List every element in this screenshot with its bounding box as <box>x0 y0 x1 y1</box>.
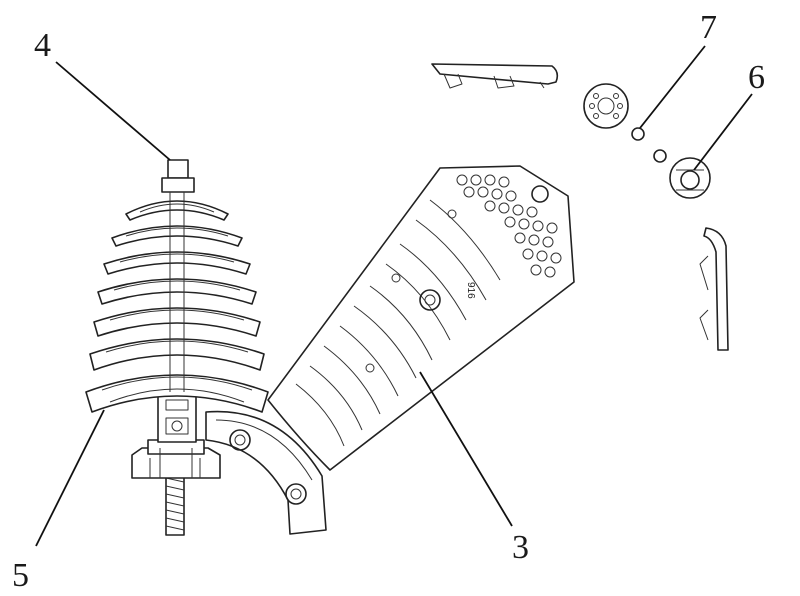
ball-lower <box>653 149 667 163</box>
label-part-3: 3 <box>512 529 529 566</box>
threaded-bolt <box>165 469 185 536</box>
ring-part <box>669 157 711 199</box>
ball-upper <box>631 127 645 141</box>
label-part-5: 5 <box>12 557 29 594</box>
label-part-4: 4 <box>34 27 51 64</box>
tree-assembly <box>85 159 269 536</box>
fan-plate: 916 <box>267 165 575 471</box>
top-rail <box>431 63 559 89</box>
curved-arm <box>205 410 327 535</box>
curved-slots <box>295 199 501 447</box>
honeycomb-vents <box>456 174 562 278</box>
label-part-7: 7 <box>700 9 717 46</box>
leader-3 <box>419 371 513 527</box>
fin-stack <box>85 192 269 413</box>
side-rail <box>699 227 729 351</box>
washer-disc <box>583 83 629 129</box>
leader-6 <box>693 93 753 171</box>
leader-5 <box>35 409 105 547</box>
central-spine <box>157 389 197 443</box>
label-part-6: 6 <box>748 59 765 96</box>
base-flange <box>131 439 221 479</box>
leader-4 <box>55 61 171 161</box>
leader-7 <box>639 45 706 129</box>
plate-marking: 916 <box>465 282 476 299</box>
top-stem <box>161 159 195 193</box>
